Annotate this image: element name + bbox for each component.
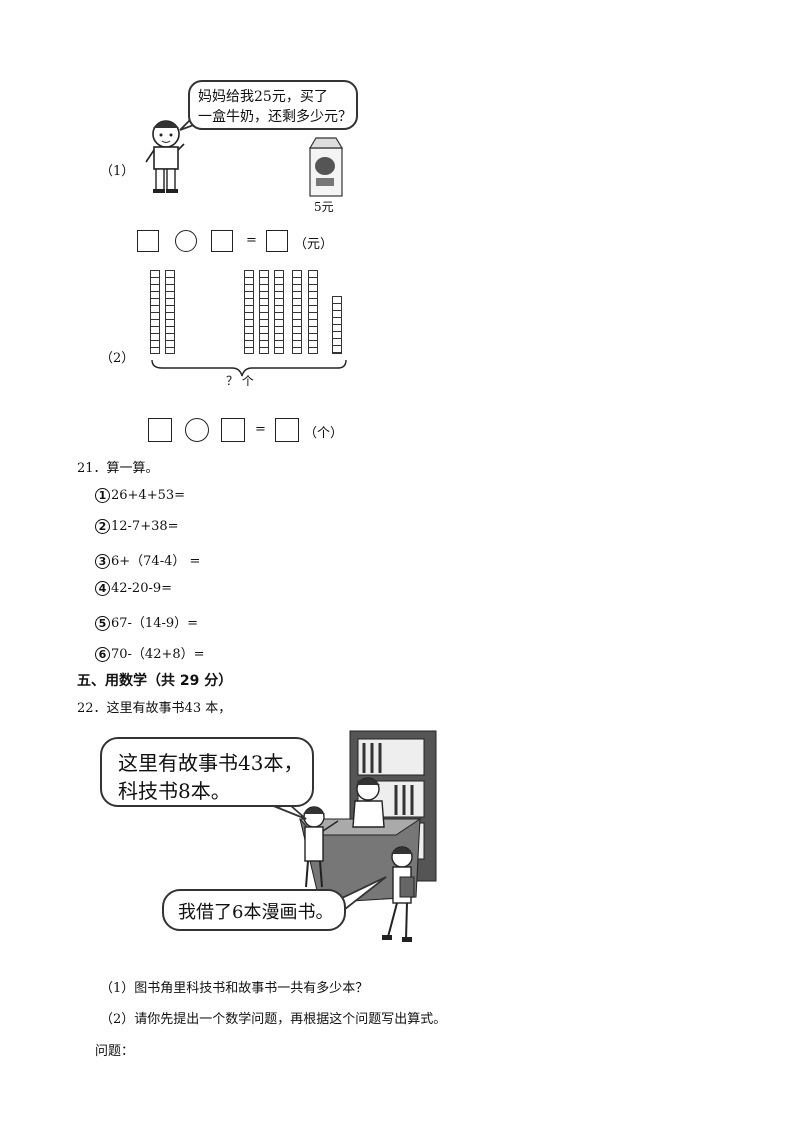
section-heading: 五、用数学（共 29 分）: [77, 673, 233, 689]
speech-bubble-2: 我借了6本漫画书。: [162, 889, 346, 931]
answer-box[interactable]: [148, 418, 172, 442]
answer-box[interactable]: [266, 230, 288, 252]
q22-sub2: （2）请你先提出一个数学问题，再根据这个问题写出算式。: [100, 1012, 447, 1027]
part2-label: （2）: [100, 351, 135, 366]
q22-title: 22．这里有故事书43 本，: [77, 701, 232, 716]
boy-milk-illustration: 妈妈给我25元，买了 一盒牛奶，还剩多少元？ 5元: [136, 78, 358, 214]
expression: 12-7+38=: [111, 519, 179, 534]
speech-bubble-1: 这里有故事书43本， 科技书8本。: [100, 737, 314, 807]
item-number: 3: [95, 554, 110, 569]
ten-rod: [150, 270, 160, 354]
expression: 6+（74-4） =: [111, 554, 201, 569]
library-illustration: 这里有故事书43本， 科技书8本。 我借了6本漫画书。: [100, 727, 450, 955]
operator-circle[interactable]: [185, 418, 209, 442]
boy-illustration: [145, 114, 344, 197]
expression: 26+4+53=: [111, 488, 186, 503]
answer-box[interactable]: [221, 418, 245, 442]
ten-rod: [274, 270, 284, 354]
boy-icon: [303, 806, 339, 888]
counting-rods-illustration: ？ 个: [146, 266, 356, 392]
item-number: 2: [95, 519, 110, 534]
milk-carton-icon: [308, 137, 344, 197]
expression: 42-20-9=: [111, 581, 173, 596]
child-icon: [382, 846, 415, 942]
ten-rod: [244, 270, 254, 354]
equals-sign: =: [255, 422, 266, 437]
bubble-line-2: 科技书8本。: [118, 779, 231, 803]
library-scene: [272, 730, 437, 942]
item-number: 5: [95, 616, 110, 631]
price-label: 5元: [314, 200, 334, 214]
ten-rod: [292, 270, 302, 354]
speech-bubble: 妈妈给我25元，买了 一盒牛奶，还剩多少元？: [188, 80, 358, 130]
part1-label: （1）: [100, 164, 135, 179]
bubble-line-1: 这里有故事书43本，: [118, 751, 304, 775]
bubble-line-2: 一盒牛奶，还剩多少元？: [198, 109, 352, 125]
ten-rod: [165, 270, 175, 354]
item-number: 6: [95, 647, 110, 662]
unit-label: （元）: [294, 237, 334, 252]
librarian-icon: [352, 777, 385, 828]
item-number: 1: [95, 488, 110, 503]
ten-rod: [308, 270, 318, 354]
q22-sub1: （1）图书角里科技书和故事书一共有多少本？: [100, 981, 369, 996]
item-number: 4: [95, 581, 110, 596]
ten-rod: [259, 270, 269, 354]
equals-sign: =: [246, 233, 257, 248]
brace-label: ？ 个: [226, 374, 254, 388]
expression: 67-（14-9）=: [111, 616, 199, 631]
bubble-line-1: 妈妈给我25元，买了: [198, 89, 328, 105]
bubble-text: 我借了6本漫画书。: [178, 902, 334, 923]
question-label: 问题：: [95, 1044, 135, 1059]
unit-label: （个）: [304, 426, 344, 441]
partial-rod: [332, 296, 342, 354]
expression: 70-（42+8）=: [111, 647, 205, 662]
operator-circle[interactable]: [175, 230, 197, 252]
answer-box[interactable]: [137, 230, 159, 252]
curly-brace-icon: [151, 359, 347, 377]
answer-box[interactable]: [211, 230, 233, 252]
answer-box[interactable]: [275, 418, 299, 442]
q21-title: 21．算一算。: [77, 461, 159, 476]
